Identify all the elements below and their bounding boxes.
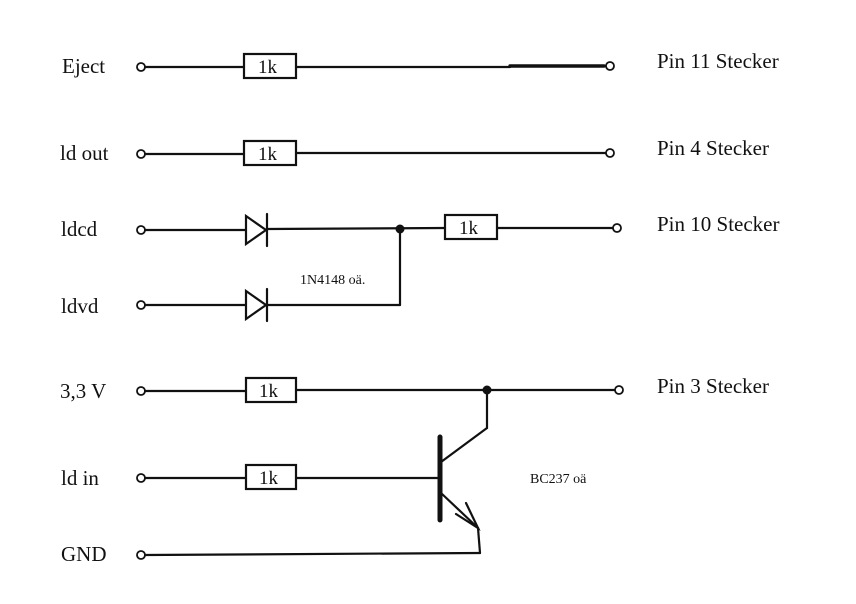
transistor-emitter xyxy=(439,491,480,530)
wire-ldcd-mid xyxy=(265,226,447,231)
terminal-pin11 xyxy=(605,61,615,71)
input-label-gnd: GND xyxy=(61,542,107,566)
diode-part-label: 1N4148 oä. xyxy=(300,273,365,288)
terminal-pin4 xyxy=(605,148,615,158)
resistor-value-ld-out: 1k xyxy=(258,144,278,165)
diode-ldvd xyxy=(244,287,269,323)
wire-gnd xyxy=(143,551,482,557)
terminal-ldcd xyxy=(136,225,146,235)
output-label-pin11: Pin 11 Stecker xyxy=(657,49,779,73)
resistor-ld-out: 1k xyxy=(242,139,298,167)
terminal-gnd xyxy=(136,550,146,560)
resistor-value-3v3: 1k xyxy=(259,381,279,402)
terminal-ld-out xyxy=(136,149,146,159)
input-label-ld-out: ld out xyxy=(60,141,109,165)
resistor-ld-in: 1k xyxy=(244,463,298,491)
terminal-pin10 xyxy=(612,223,622,233)
transistor-bc237 xyxy=(437,388,489,555)
terminal-3v3 xyxy=(136,386,146,396)
terminal-ld-in xyxy=(136,473,146,483)
resistor-3v3: 1k xyxy=(244,376,298,404)
output-label-pin3: Pin 3 Stecker xyxy=(657,374,769,398)
resistor-value-ldcd: 1k xyxy=(459,218,479,239)
diode-ldcd xyxy=(244,212,269,248)
resistor-value-eject: 1k xyxy=(258,57,278,78)
resistor-ldcd: 1k xyxy=(443,213,499,241)
transistor-collector xyxy=(439,426,489,464)
terminal-pin3 xyxy=(614,385,624,395)
input-label-ld-in: ld in xyxy=(61,466,99,490)
output-label-pin4: Pin 4 Stecker xyxy=(657,136,769,160)
terminal-ldvd xyxy=(136,300,146,310)
input-label-eject: Eject xyxy=(62,54,105,78)
input-label-ldvd: ldvd xyxy=(61,294,99,318)
terminal-eject xyxy=(136,62,146,72)
resistor-eject: 1k xyxy=(242,52,298,80)
input-label-ldcd: ldcd xyxy=(61,217,98,241)
transistor-part-label: BC237 oä xyxy=(530,472,587,487)
resistor-value-ld-in: 1k xyxy=(259,468,279,489)
input-label-3v3: 3,3 V xyxy=(60,379,106,403)
output-label-pin10: Pin 10 Stecker xyxy=(657,212,779,236)
